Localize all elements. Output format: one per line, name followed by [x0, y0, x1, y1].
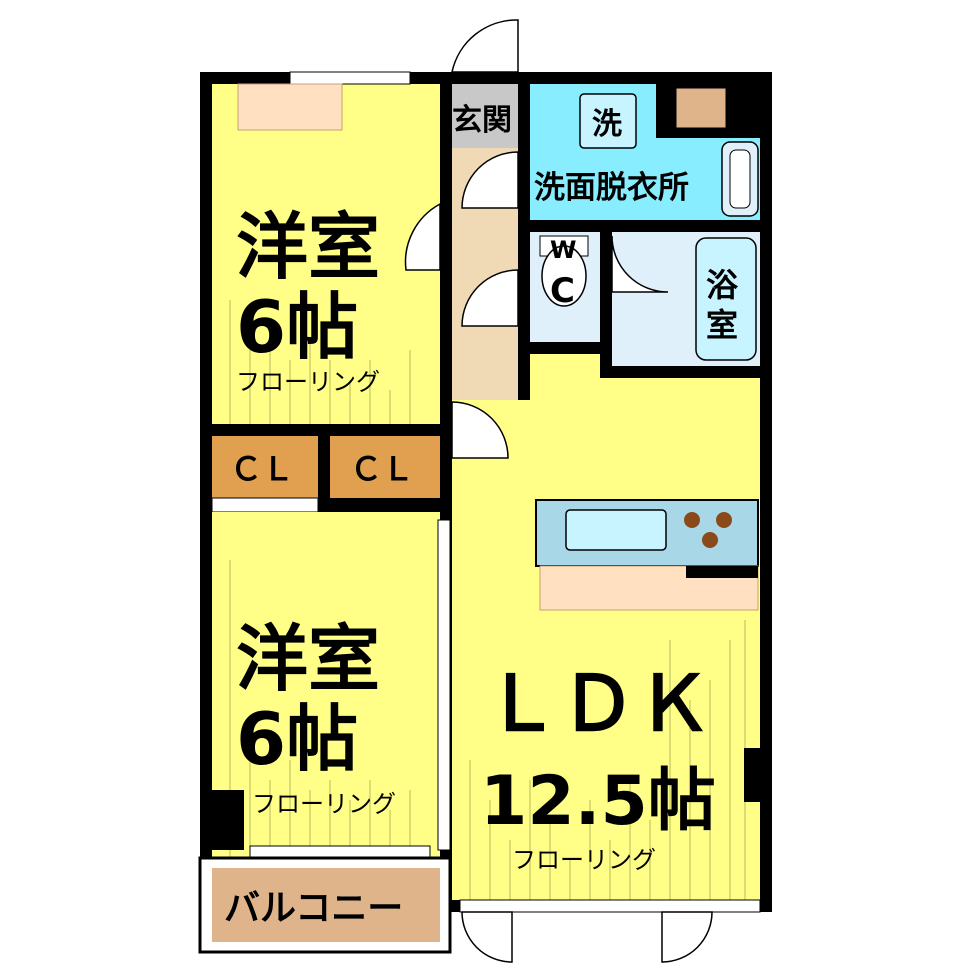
ldk-wall-pillar: [744, 748, 772, 802]
stove-burner-2: [716, 512, 732, 528]
bedroom-2-size: 6帖: [236, 697, 358, 781]
laundry-label: 洗: [592, 107, 622, 142]
balcony-label: バルコニー: [224, 888, 403, 929]
entrance-label: 玄関: [452, 103, 512, 138]
ldk-floor: [452, 354, 760, 900]
bedroom-2-window: [249, 845, 431, 859]
ldk-window: [459, 899, 761, 913]
corridor-door-swing-2: [461, 269, 519, 327]
ldk-exit-swing-right: [661, 911, 713, 963]
ldk-exit-swing-left: [461, 911, 513, 963]
wash-basin-inner: [729, 149, 751, 209]
closet-1-floor: [212, 436, 318, 498]
bathtub: [695, 237, 757, 361]
closet-2-floor: [330, 436, 440, 498]
entrance-door-swing: [451, 19, 519, 73]
bath-label-2: 室: [706, 306, 738, 344]
bath-label-1: 浴: [706, 266, 739, 304]
wc-label-c: C: [550, 271, 575, 311]
wall-pillar: [200, 790, 244, 850]
corridor-door-swing-1: [461, 151, 519, 209]
ldk-door-swing: [451, 401, 509, 459]
kitchen-sink: [565, 509, 667, 551]
bedroom-1-flooring-lines: [229, 300, 411, 424]
balcony-floor: [212, 868, 440, 942]
bedroom-1-door-swing: [404, 202, 441, 271]
ldk-size: 12.5帖: [480, 762, 716, 841]
kitchen-divider: [686, 566, 758, 578]
bedroom-1-floor-type: フローリング: [236, 368, 380, 396]
stove-burner-3: [702, 532, 718, 548]
ldk-floor-type: フローリング: [512, 846, 656, 874]
bedroom-1-window: [289, 71, 411, 85]
washroom-cabinet: [675, 87, 727, 129]
bathroom-door-swing: [611, 235, 669, 293]
bedroom-2-name: 洋室: [236, 617, 380, 701]
wc-label-w: W: [550, 236, 576, 264]
closet-1-label: ＣＬ: [230, 450, 294, 488]
closet-1-doors: [211, 497, 319, 513]
closet-2-label: ＣＬ: [350, 450, 414, 488]
stove-burner-1: [684, 512, 700, 528]
ldk-name: ＬＤＫ: [484, 659, 712, 748]
washing-machine-box: [579, 93, 637, 149]
bedroom-1-furniture: [237, 83, 343, 131]
bedroom-2-partition: [437, 519, 451, 851]
entrance-floor: [452, 84, 518, 148]
bedroom-2-floor-type: フローリング: [252, 790, 396, 818]
toilet-bowl: [541, 245, 587, 307]
washroom-label: 洗面脱衣所: [534, 170, 689, 206]
bedroom-1-size: 6帖: [236, 285, 358, 369]
bedroom-1-name: 洋室: [236, 205, 380, 289]
